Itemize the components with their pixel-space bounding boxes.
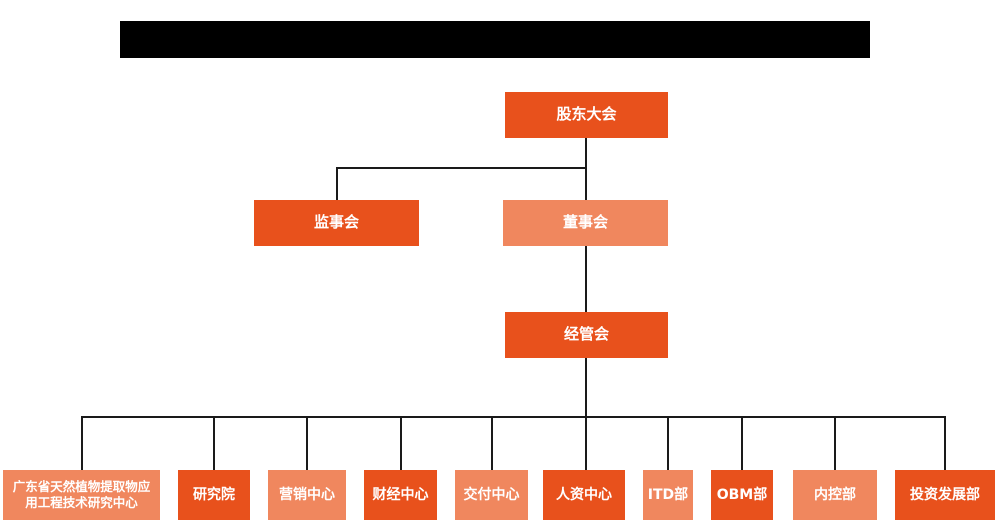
connector-bus-horizontal <box>81 416 946 418</box>
node-label: 经管会 <box>563 325 609 344</box>
node-supervisory-board: 监事会 <box>254 200 419 246</box>
connector-management-to-bus <box>585 358 587 470</box>
connector-branch-horizontal <box>336 167 586 169</box>
node-management-committee: 经管会 <box>505 312 668 358</box>
connector-drop-2 <box>213 416 215 470</box>
node-finance-center: 财经中心 <box>364 470 437 520</box>
node-obm-dept: OBM部 <box>711 470 773 520</box>
connector-drop-8 <box>741 416 743 470</box>
node-label: OBM部 <box>716 486 768 503</box>
node-research-center: 广东省天然植物提取物应用工程技术研究中心 <box>3 470 160 520</box>
node-label: 营销中心 <box>279 486 335 503</box>
node-delivery-center: 交付中心 <box>455 470 528 520</box>
connector-drop-10 <box>944 416 946 470</box>
node-investment-development-dept: 投资发展部 <box>895 470 995 520</box>
node-label: 财经中心 <box>372 486 429 503</box>
node-label: 监事会 <box>313 213 359 232</box>
connector-drop-4 <box>400 416 402 470</box>
connector-drop-5 <box>491 416 493 470</box>
node-itd-dept: ITD部 <box>643 470 693 520</box>
connector-to-supervisory-board <box>336 167 338 200</box>
node-label: 研究院 <box>193 486 235 503</box>
connector-root-to-directors <box>585 138 587 200</box>
connector-drop-9 <box>834 416 836 470</box>
node-label: 交付中心 <box>463 486 520 503</box>
node-label: 董事会 <box>562 213 608 232</box>
node-label: 投资发展部 <box>910 486 980 503</box>
node-research-institute: 研究院 <box>178 470 250 520</box>
redacted-title-bar <box>120 21 870 58</box>
connector-directors-to-management <box>585 246 587 312</box>
node-label: 股东大会 <box>556 105 617 124</box>
node-label: ITD部 <box>647 486 689 503</box>
node-label: 内控部 <box>814 486 856 503</box>
node-label: 人资中心 <box>556 486 612 503</box>
node-internal-control-dept: 内控部 <box>793 470 877 520</box>
node-shareholders-meeting: 股东大会 <box>505 92 668 138</box>
node-hr-center: 人资中心 <box>543 470 625 520</box>
connector-drop-1 <box>81 416 83 470</box>
connector-drop-3 <box>306 416 308 470</box>
node-marketing-center: 营销中心 <box>268 470 346 520</box>
connector-drop-7 <box>667 416 669 470</box>
node-board-of-directors: 董事会 <box>503 200 668 246</box>
node-label: 广东省天然植物提取物应用工程技术研究中心 <box>12 478 151 510</box>
